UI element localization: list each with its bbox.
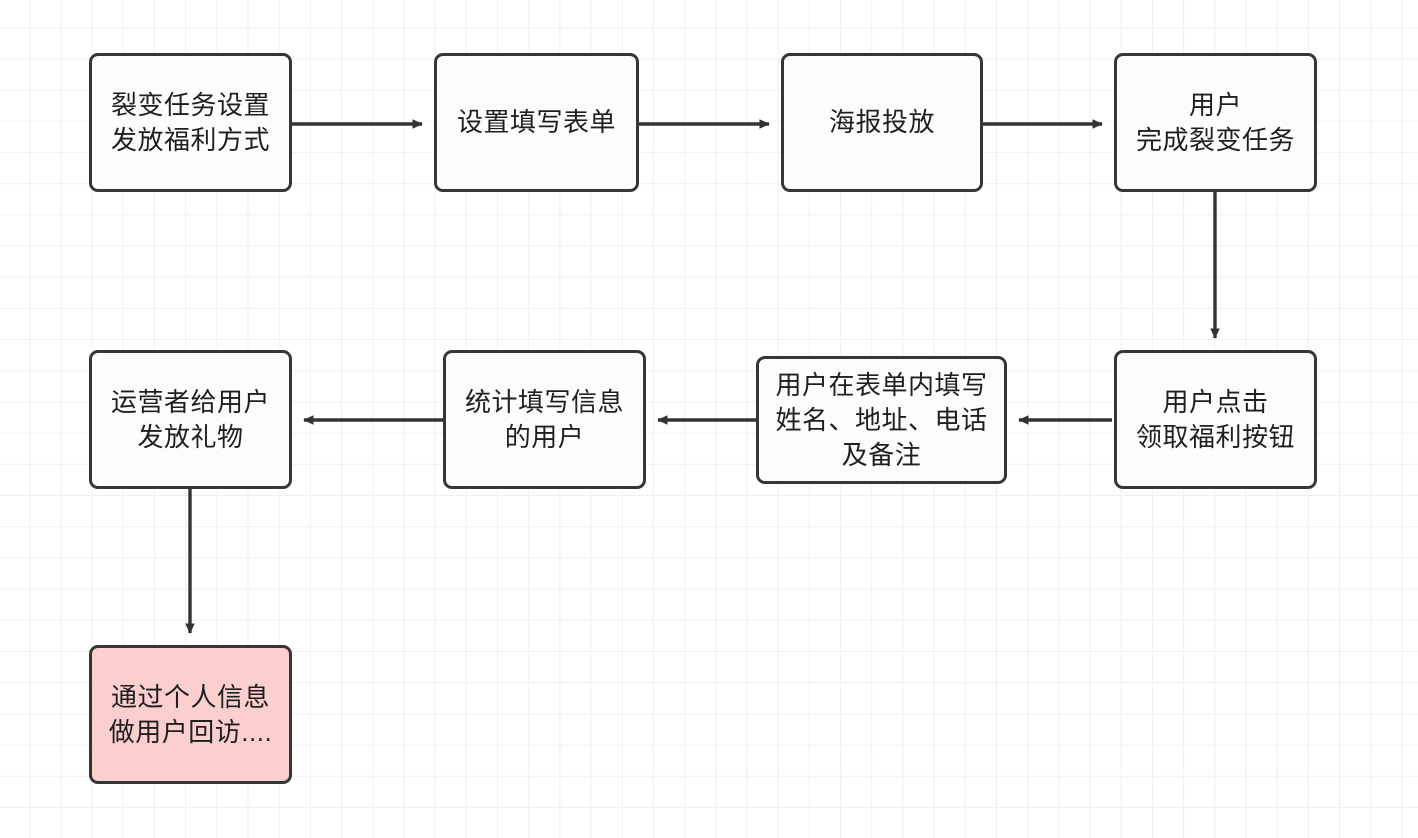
node-user-completes-task[interactable]: 用户 完成裂变任务 — [1114, 53, 1317, 192]
node-label: 设置填写表单 — [456, 107, 616, 137]
node-operator-sends-gift[interactable]: 运营者给用户 发放礼物 — [89, 350, 292, 489]
node-label: 通过个人信息 做用户回访.... — [108, 681, 273, 747]
node-label: 统计填写信息 的用户 — [464, 386, 624, 452]
node-label: 用户 完成裂变任务 — [1135, 89, 1295, 155]
node-user-clicks-claim-button[interactable]: 用户点击 领取福利按钮 — [1114, 350, 1317, 489]
node-label: 海报投放 — [828, 107, 935, 137]
node-label: 运营者给用户 发放礼物 — [110, 386, 270, 452]
node-followup-visit[interactable]: 通过个人信息 做用户回访.... — [89, 645, 292, 784]
node-label: 裂变任务设置 发放福利方式 — [110, 89, 270, 155]
node-setup-form[interactable]: 设置填写表单 — [434, 53, 639, 192]
node-fission-task-setup[interactable]: 裂变任务设置 发放福利方式 — [89, 53, 292, 192]
node-label: 用户在表单内填写 姓名、地址、电话 及备注 — [775, 369, 988, 470]
node-user-fills-form[interactable]: 用户在表单内填写 姓名、地址、电话 及备注 — [756, 356, 1007, 484]
node-poster-distribution[interactable]: 海报投放 — [781, 53, 983, 192]
node-collect-user-info[interactable]: 统计填写信息 的用户 — [443, 350, 646, 489]
node-label: 用户点击 领取福利按钮 — [1135, 386, 1295, 452]
